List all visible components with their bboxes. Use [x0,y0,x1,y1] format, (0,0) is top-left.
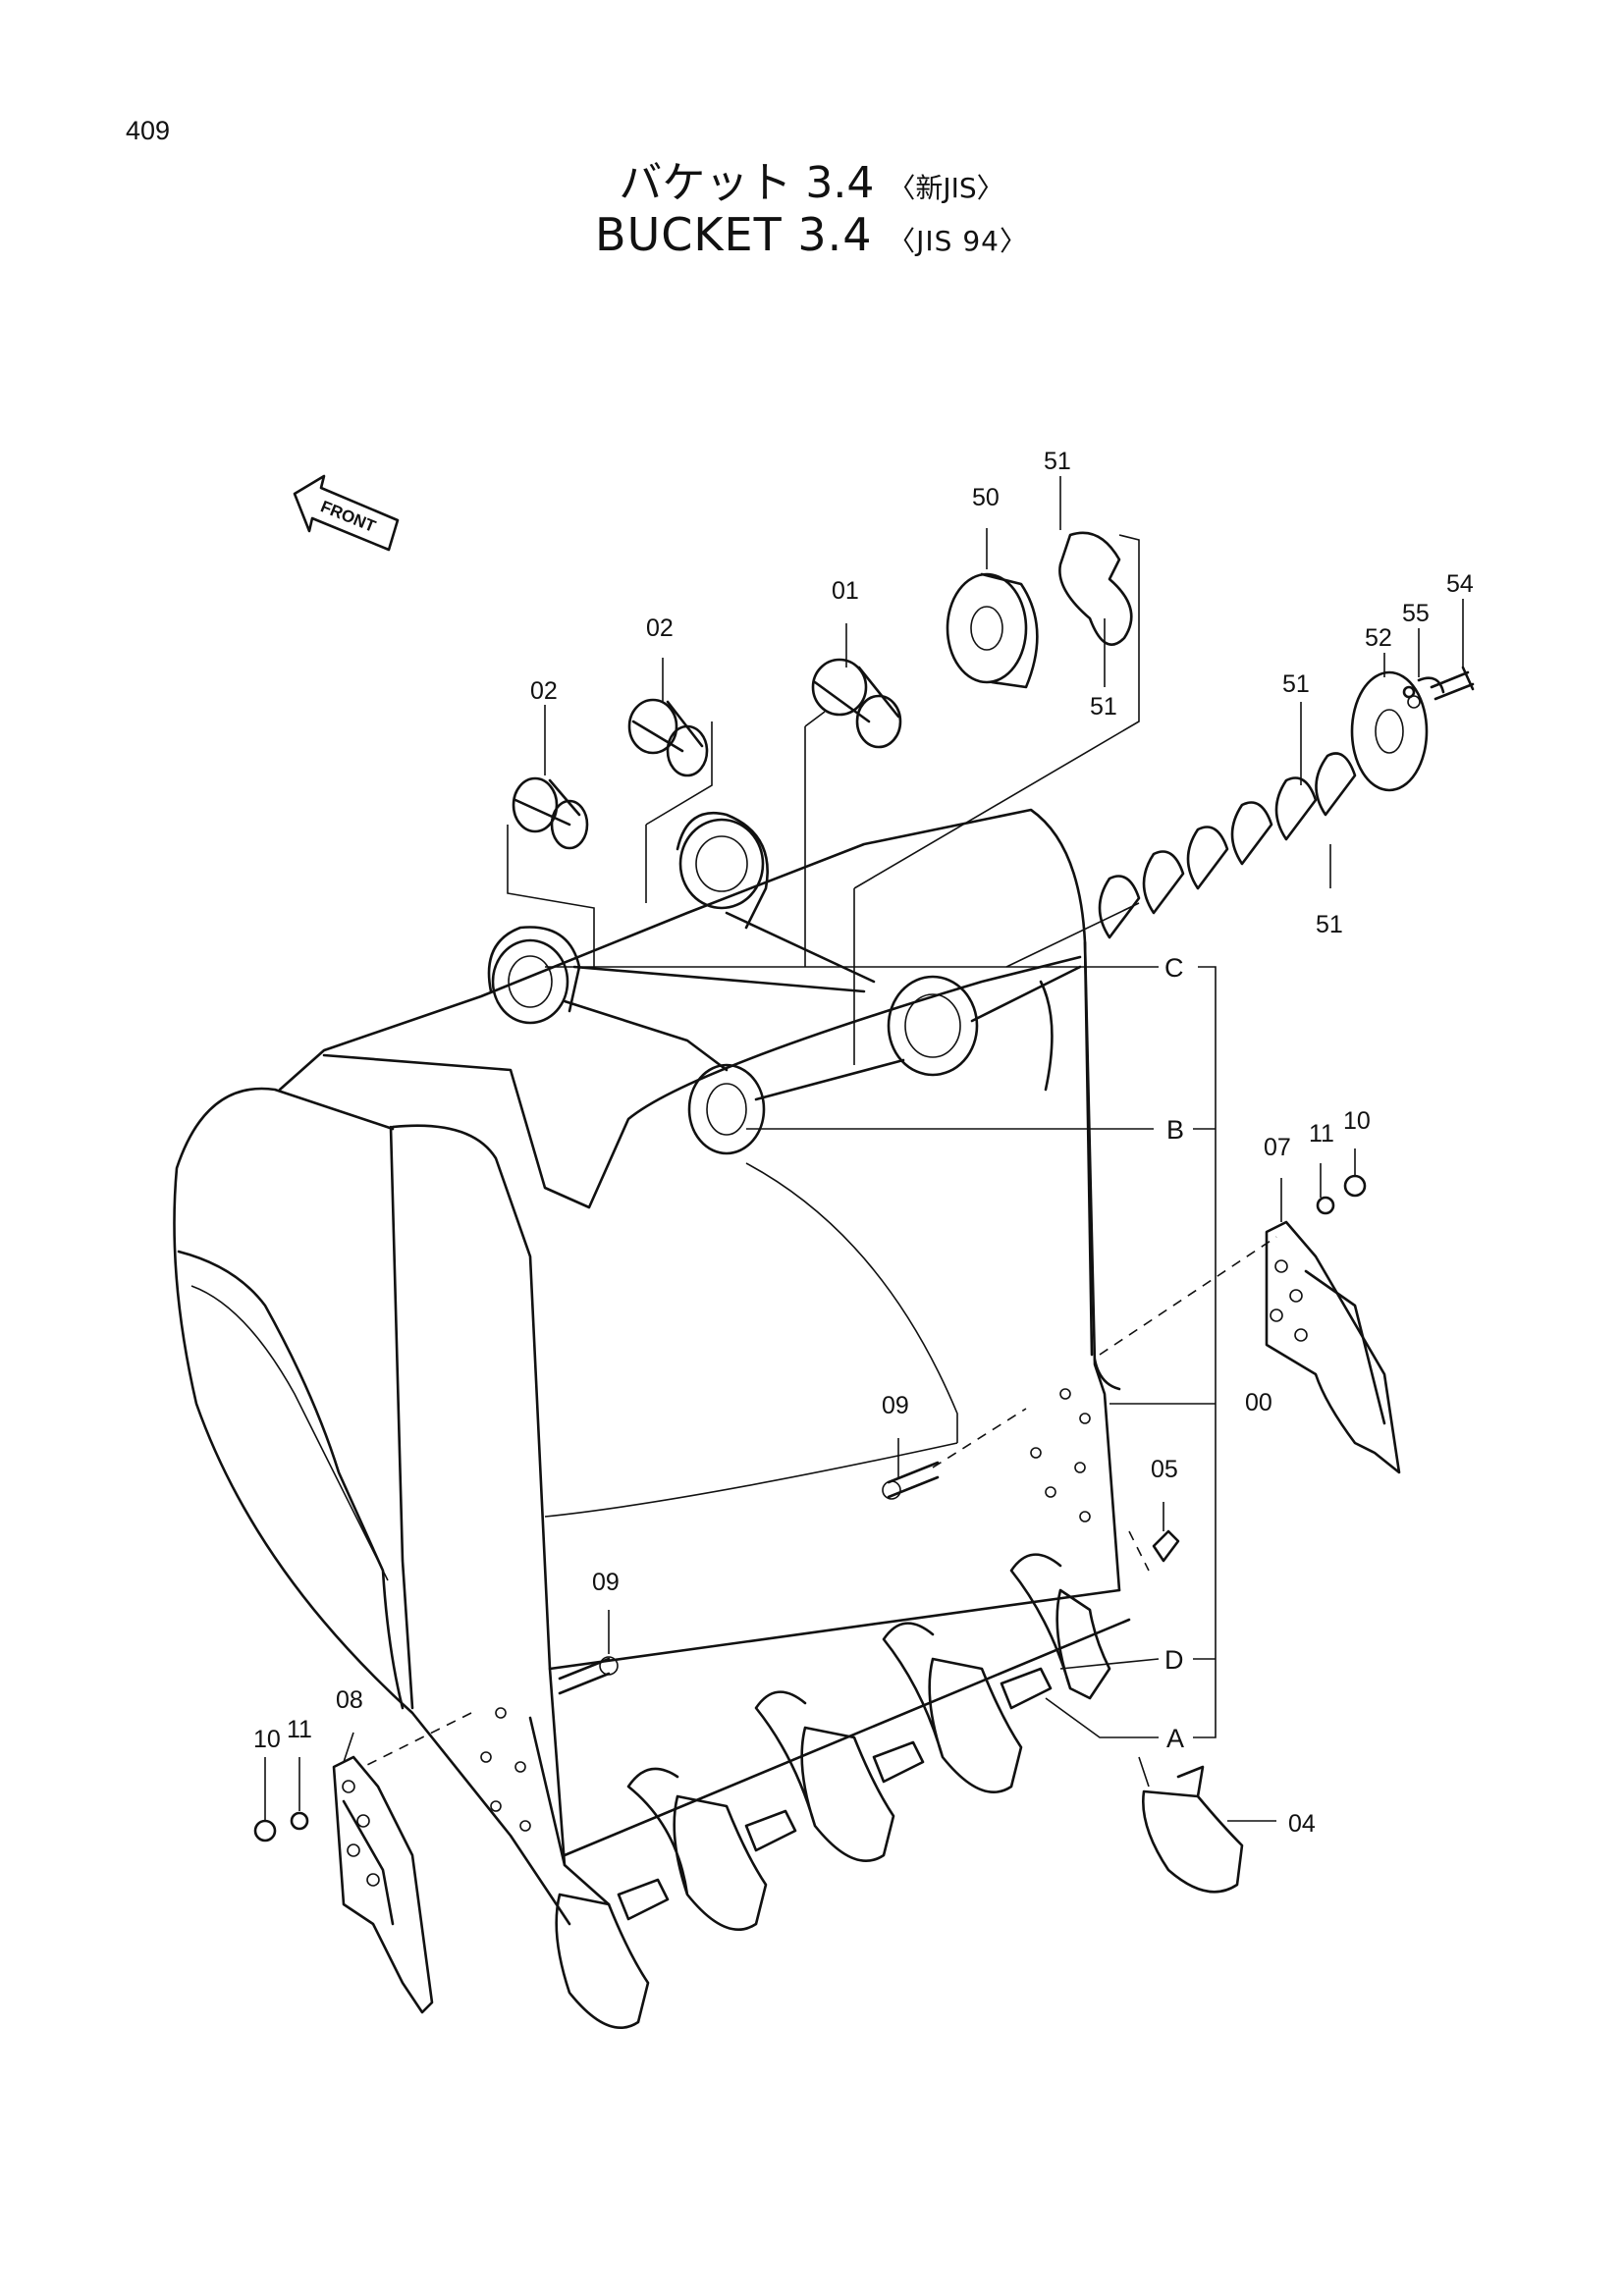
bucket-teeth [253,685,1416,2029]
callout-01: 01 [832,577,859,605]
callout-09-upper: 09 [882,1392,909,1419]
leader-lines [264,476,1464,1822]
ref-a: A [1166,1724,1184,1753]
callout-10-right: 10 [1343,1107,1371,1135]
bucket-body [173,808,1131,1926]
title-japanese: バケット 3.4 〈新JIS〉 [0,147,1623,210]
reference-letters: C B D A [1164,953,1184,1753]
pin-bosses [487,811,1082,1155]
side-cutters [332,1220,1401,2014]
callout-50: 50 [972,484,1000,511]
title-en-sub: 〈JIS 94〉 [888,225,1028,257]
callout-07: 07 [1264,1134,1291,1161]
callout-02-right: 02 [646,614,674,642]
callout-51-upper-mid: 51 [1090,693,1117,721]
callout-55: 55 [1402,600,1430,627]
callout-09-lower: 09 [592,1569,620,1596]
callout-labels: 00 01 02 02 04 05 07 08 09 09 10 10 11 1… [253,448,1474,1838]
title-ja-sub: 〈新JIS〉 [888,172,1004,204]
title-en-main: BUCKET 3.4 [595,208,873,261]
callout-10-left: 10 [253,1726,281,1753]
callout-04: 04 [1288,1810,1316,1838]
title-english: BUCKET 3.4 〈JIS 94〉 [0,208,1623,261]
ref-d: D [1164,1645,1184,1675]
callout-02-left: 02 [530,677,558,705]
callout-11-left: 11 [287,1716,312,1743]
callout-05: 05 [1151,1456,1178,1483]
title-ja-main: バケット 3.4 [619,158,875,208]
pin-plate-and-shims [946,531,1475,939]
page-number: 409 [126,116,171,145]
bushings [512,658,902,850]
callout-51-right: 51 [1282,670,1310,698]
callout-54: 54 [1446,570,1474,598]
callout-11-right: 11 [1309,1120,1334,1148]
callout-00: 00 [1245,1389,1272,1416]
callout-52: 52 [1365,624,1392,652]
front-arrow-icon: FRONT [293,474,400,552]
front-label: FRONT [318,497,379,536]
callout-51-top: 51 [1044,448,1071,475]
ref-c: C [1164,953,1184,983]
ref-b: B [1166,1115,1184,1145]
callout-08: 08 [336,1686,363,1714]
callout-51-bottom: 51 [1316,911,1343,938]
